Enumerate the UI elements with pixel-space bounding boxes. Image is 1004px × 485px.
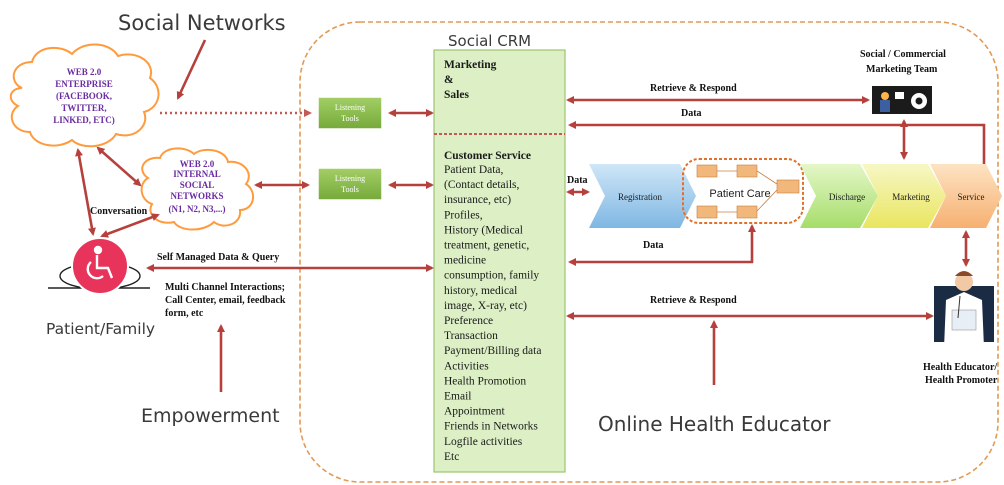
registration-label: Registration: [618, 192, 662, 202]
crm-marketing-line: Sales: [444, 89, 469, 101]
listening-tools-1-line: Tools: [341, 114, 359, 123]
multi-channel-line: Call Center, email, feedback: [165, 295, 286, 306]
crm-marketing-line: Marketing: [444, 59, 497, 71]
customer-service-item: Activities: [444, 360, 489, 372]
customer-service-item: insurance, etc): [444, 194, 511, 206]
crm-marketing-line: &: [444, 74, 454, 86]
discharge-step: Discharge: [800, 164, 878, 228]
cloud-enterprise-line: (FACEBOOK,: [56, 91, 112, 101]
customer-service-item: Health Promotion: [444, 375, 526, 387]
customer-service-item: History (Medical: [444, 224, 523, 236]
cloud-internal-line: NETWORKS: [170, 191, 223, 201]
listening-tools-2-line: Listening: [335, 174, 365, 183]
cloud-internal-line: INTERNAL: [173, 169, 221, 179]
customer-service-list: Patient Data, (Contact details, insurance,…: [444, 164, 541, 463]
customer-service-item: Preference: [444, 315, 493, 327]
multi-channel-line: Multi Channel Interactions;: [165, 282, 285, 293]
online-health-educator-title: Online Health Educator: [598, 412, 831, 436]
marketing-step: Marketing: [862, 164, 946, 228]
customer-service-item: Friends in Networks: [444, 421, 538, 433]
arrow-cloud1-patient: [75, 148, 96, 236]
customer-service-item: Appointment: [444, 406, 505, 418]
customer-service-item: treatment, genetic,: [444, 240, 529, 252]
cloud-enterprise-line: ENTERPRISE: [55, 79, 113, 89]
social-crm-title: Social CRM: [448, 32, 531, 50]
cloud-internal: WEB 2.0 INTERNAL SOCIAL NETWORKS (N1, N2…: [140, 147, 255, 231]
self-managed-label: Self Managed Data & Query: [157, 252, 279, 263]
cloud-enterprise-line: TWITTER,: [61, 103, 106, 113]
health-educator-label: Health Educator/: [923, 362, 997, 373]
registration-step: Registration: [589, 164, 696, 228]
retrieve-respond-top-label: Retrieve & Respond: [650, 83, 737, 94]
crm-box: Marketing & Sales Customer Service Patie…: [433, 49, 566, 473]
service-label: Service: [958, 192, 985, 202]
health-educator-icon: [934, 271, 994, 348]
customer-service-item: Logfile activities: [444, 436, 523, 448]
customer-service-item: image, X-ray, etc): [444, 300, 527, 312]
arrow-data-bottom: [568, 224, 756, 266]
patient-family-title: Patient/Family: [46, 320, 155, 338]
listening-tools-2: Listening Tools: [317, 167, 383, 201]
social-networks-title: Social Networks: [118, 11, 286, 35]
customer-service-item: Etc: [444, 451, 459, 463]
patient-family-icon: [48, 237, 150, 295]
customer-service-item: Patient Data,: [444, 164, 504, 176]
listening-tools-1-line: Listening: [335, 103, 365, 112]
crm-boundary: [299, 21, 999, 483]
wheelchair-icon: [86, 245, 114, 280]
marketing-team-label: Social / Commercial: [860, 49, 946, 60]
discharge-label: Discharge: [829, 192, 865, 202]
social-networks-arrow: [176, 39, 207, 100]
health-educator-label: Health Promoter: [925, 375, 998, 386]
cloud-enterprise-line: WEB 2.0: [67, 67, 102, 77]
patient-care-group: Patient Care: [682, 158, 804, 224]
customer-service-item: Transaction: [444, 330, 498, 342]
listening-tools-1: Listening Tools: [317, 96, 383, 130]
customer-service-item: Email: [444, 391, 471, 403]
customer-service-item: (Contact details,: [444, 179, 519, 191]
data-left-label: Data: [567, 175, 588, 186]
cloud-internal-line: (N1, N2, N3,...): [169, 204, 226, 214]
customer-service-item: history, medical: [444, 285, 517, 297]
service-step: Service: [930, 164, 1002, 228]
cloud-internal-line: WEB 2.0: [180, 159, 215, 169]
empowerment-title: Empowerment: [141, 405, 280, 427]
multi-channel-line: form, etc: [165, 308, 204, 319]
customer-service-item: medicine: [444, 255, 486, 267]
customer-service-item: consumption, family: [444, 270, 539, 282]
retrieve-respond-bottom-label: Retrieve & Respond: [650, 295, 737, 306]
data-bottom-label: Data: [643, 240, 664, 251]
cloud-enterprise-line: LINKED, ETC): [53, 115, 115, 125]
data-top-label: Data: [681, 108, 702, 119]
marketing-team-label: Marketing Team: [866, 64, 938, 75]
marketing-step-label: Marketing: [892, 192, 930, 202]
arrow-cloud2-patient: [100, 213, 160, 238]
customer-service-item: Payment/Billing data: [444, 345, 541, 357]
patient-care-label: Patient Care: [709, 188, 770, 200]
cloud-internal-line: SOCIAL: [180, 180, 215, 190]
customer-service-heading: Customer Service: [444, 150, 531, 162]
marketing-team-icon: [872, 86, 932, 114]
customer-service-item: Profiles,: [444, 209, 483, 221]
arrow-data-top: [568, 121, 986, 168]
conversation-label: Conversation: [90, 206, 148, 217]
cloud-enterprise: WEB 2.0 ENTERPRISE (FACEBOOK, TWITTER, L…: [9, 43, 160, 148]
arrow-cloud1-cloud2: [96, 146, 142, 187]
listening-tools-2-line: Tools: [341, 185, 359, 194]
